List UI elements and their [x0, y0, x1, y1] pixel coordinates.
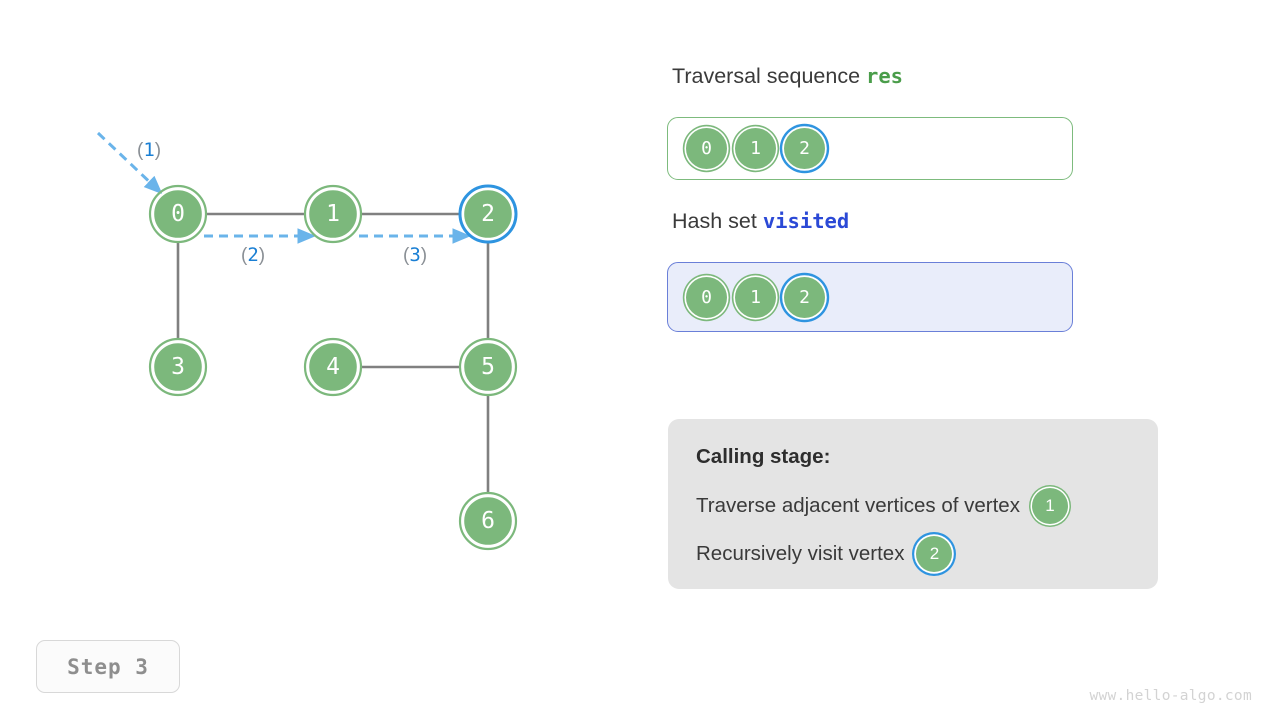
graph-vertex-4[interactable]: 4 — [303, 337, 363, 397]
graph-edges — [176, 212, 490, 492]
vertex-circle — [306, 187, 360, 241]
calling-stage-title: Calling stage: — [696, 445, 831, 468]
res-item[interactable]: 2 — [784, 128, 825, 169]
calling-stage-line-text: Traverse adjacent vertices of vertex — [696, 494, 1020, 517]
calling-stage-vertex-badge[interactable]: 1 — [1031, 488, 1068, 524]
vertex-ring — [458, 337, 518, 397]
graph-panel: 0 1 2 3 4 5 6 (1) (2) (3) — [96, 131, 518, 551]
step-badge-label: Step 3 — [67, 654, 149, 679]
vertex-label: 5 — [481, 354, 495, 380]
vertex-circle — [151, 187, 205, 241]
res-heading-code: res — [866, 64, 904, 88]
graph-step-annotations: (1) (2) (3) — [137, 139, 427, 266]
visited-heading-code: visited — [762, 209, 850, 233]
calling-stage-line: Traverse adjacent vertices of vertex 1 — [696, 488, 1158, 524]
vertex-label: 4 — [326, 354, 340, 380]
graph-vertex-1[interactable]: 1 — [303, 184, 363, 244]
vertex-circle — [151, 340, 205, 394]
vertex-label: 6 — [481, 508, 495, 534]
calling-stage-card: Calling stage: Traverse adjacent vertice… — [668, 419, 1158, 589]
step-annotation-1: (1) — [137, 139, 161, 161]
step-annotation-3: (3) — [403, 244, 427, 266]
res-heading: Traversal sequence res — [672, 64, 903, 89]
watermark: www.hello-algo.com — [1089, 688, 1252, 704]
step-annotation-2: (2) — [241, 244, 265, 266]
vertex-label: 1 — [326, 201, 340, 227]
vertex-ring — [148, 337, 208, 397]
vertex-circle — [461, 187, 515, 241]
vertex-label: 3 — [171, 354, 185, 380]
vertex-ring — [458, 491, 518, 551]
calling-stage-line-text: Recursively visit vertex — [696, 542, 905, 565]
res-item[interactable]: 1 — [735, 128, 776, 169]
graph-vertex-5[interactable]: 5 — [458, 337, 518, 397]
vertex-circle — [306, 340, 360, 394]
graph-traversal-arrows — [96, 131, 471, 244]
vertex-ring — [303, 337, 363, 397]
graph-vertex-3[interactable]: 3 — [148, 337, 208, 397]
res-heading-text: Traversal sequence — [672, 64, 866, 88]
graph-vertex-6[interactable]: 6 — [458, 491, 518, 551]
vertex-label: 0 — [171, 201, 185, 227]
traversal-arrow-1 — [96, 131, 163, 195]
vertex-ring — [458, 184, 518, 244]
vertex-ring — [148, 184, 208, 244]
vertex-circle — [461, 340, 515, 394]
visited-item[interactable]: 0 — [686, 276, 727, 318]
calling-stage-vertex-badge[interactable]: 2 — [916, 536, 953, 572]
watermark-text: www.hello-algo.com — [1089, 688, 1252, 704]
vertex-circle — [461, 494, 515, 548]
visited-heading-text: Hash set — [672, 209, 763, 233]
visited-heading: Hash set visited — [672, 209, 849, 234]
visited-item[interactable]: 2 — [784, 276, 825, 318]
res-item[interactable]: 0 — [686, 128, 727, 169]
calling-stage-line: Recursively visit vertex 2 — [696, 536, 1158, 572]
vertex-label: 2 — [481, 201, 495, 227]
visited-item[interactable]: 1 — [735, 276, 776, 318]
graph-vertex-0[interactable]: 0 — [148, 184, 208, 244]
step-badge: Step 3 — [36, 640, 180, 693]
graph-vertices: 0 1 2 3 4 5 6 — [148, 184, 518, 551]
graph-vertex-2[interactable]: 2 — [458, 184, 518, 244]
graph-canvas: 0 1 2 3 4 5 6 (1) (2) (3) — [96, 131, 518, 551]
vertex-ring — [303, 184, 363, 244]
